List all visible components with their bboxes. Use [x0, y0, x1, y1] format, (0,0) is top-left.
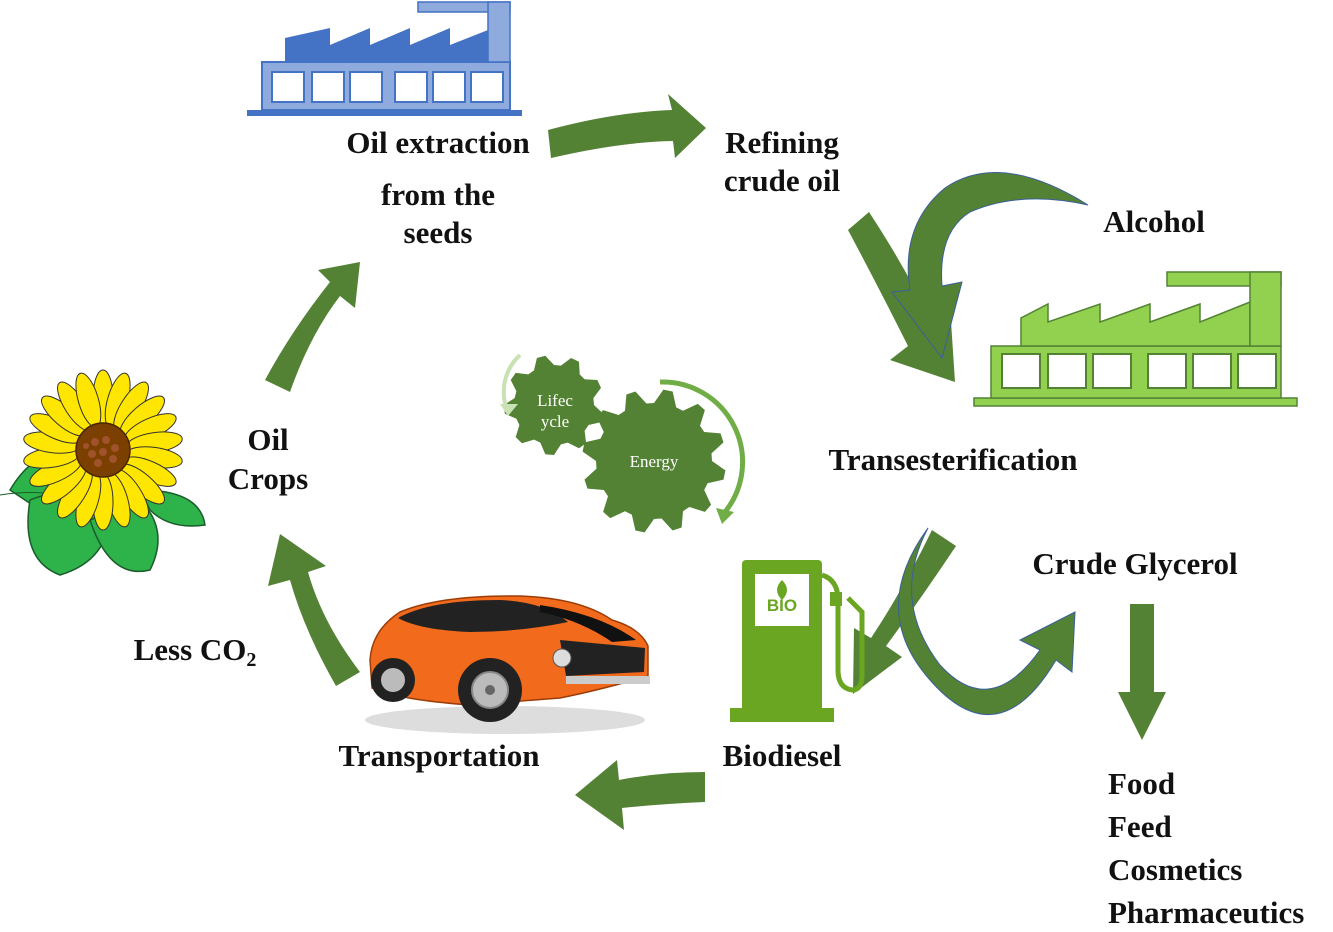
glycerol-uses-list: Food Feed Cosmetics Pharmaceutics: [1108, 765, 1333, 932]
use-item-cosmetics: Cosmetics: [1108, 852, 1243, 887]
label-seeds: seeds: [403, 215, 473, 250]
arrow-crops-to-extraction: [265, 262, 360, 392]
less-co-text: Less CO: [133, 632, 247, 667]
arrow-transportation-to-crops: [268, 534, 360, 686]
use-item-food: Food: [1108, 766, 1176, 801]
label-crude-glycerol: Crude Glycerol: [1032, 546, 1238, 581]
arrow-transesterification-to-glycerol: [898, 527, 1076, 716]
label-oil: Oil: [247, 422, 289, 457]
use-item-feed: Feed: [1108, 809, 1172, 844]
arrow-biodiesel-to-transportation: [575, 760, 705, 830]
gear-large-label: Energy: [629, 452, 679, 471]
arrow-glycerol-to-uses: [1118, 604, 1166, 740]
arrow-alcohol-to-transesterification: [891, 172, 1089, 360]
label-refining: Refining: [725, 125, 839, 160]
label-biodiesel: Biodiesel: [722, 738, 842, 773]
use-item-pharmaceutics: Pharmaceutics: [1108, 895, 1305, 930]
factory-blue-icon: [247, 1, 522, 116]
label-crude-oil: crude oil: [723, 163, 841, 198]
gear-small-label-line1: Lifec: [537, 391, 573, 410]
gear-small-label-line2: ycle: [540, 412, 570, 431]
fuel-pump-icon: [730, 560, 865, 722]
label-from-the: from the: [381, 177, 495, 212]
co2-subscript: 2: [246, 649, 257, 671]
label-less-co2: Less CO2: [112, 631, 278, 671]
label-alcohol: Alcohol: [1103, 204, 1205, 239]
factory-green-icon: [973, 271, 1298, 407]
gear-icon: [500, 353, 746, 533]
label-crops: Crops: [227, 461, 309, 496]
sunflower-icon: [0, 369, 206, 576]
label-oil-extraction: Oil extraction: [346, 125, 530, 160]
arrow-extraction-to-refining: [548, 94, 706, 158]
car-icon: [365, 595, 650, 734]
bio-sign-text: BIO: [766, 596, 798, 615]
label-transportation: Transportation: [338, 738, 540, 773]
label-transesterification: Transesterification: [828, 442, 1078, 477]
